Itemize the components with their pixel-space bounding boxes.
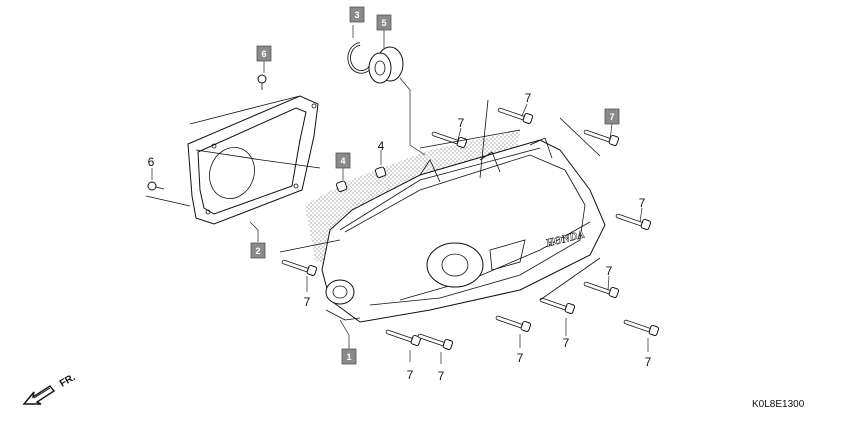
callout-2: 2 — [250, 242, 266, 259]
callout-label: 4 — [340, 156, 345, 166]
callout-3: 3 — [349, 6, 365, 23]
flange-bolt — [284, 262, 317, 276]
flange-bolt — [586, 132, 619, 146]
flange-bolt — [586, 284, 619, 298]
callout-7: 7 — [645, 355, 652, 369]
flange-bolt — [500, 110, 533, 124]
gasket-part — [187, 95, 319, 225]
bearing-part — [368, 46, 404, 84]
dowel-pin — [335, 180, 348, 193]
callout-7: 7 — [525, 91, 532, 105]
callout-5: 5 — [376, 14, 392, 31]
flange-bolt — [388, 332, 421, 346]
callout-7: 7 — [407, 368, 414, 382]
callout-4-box: 4 — [335, 152, 351, 169]
flange-bolt — [626, 322, 659, 336]
circlip-part — [347, 42, 374, 74]
callout-4: 4 — [378, 139, 385, 153]
callout-label: 5 — [381, 18, 386, 28]
small-screw — [147, 181, 165, 191]
callout-7: 7 — [639, 196, 646, 210]
callout-label: 3 — [354, 10, 359, 20]
flange-bolt — [542, 300, 575, 314]
left-crankcase-cover — [321, 137, 606, 323]
callout-label: 2 — [255, 246, 260, 256]
dowel-pin — [374, 166, 387, 179]
flange-bolt — [498, 318, 531, 332]
diagram-reference-code: K0L8E1300 — [752, 399, 805, 410]
callout-7: 7 — [438, 369, 445, 383]
callout-7: 7 — [606, 264, 613, 278]
leader-lines — [145, 25, 649, 364]
callout-7: 7 — [563, 336, 570, 350]
callout-1: 1 — [341, 348, 357, 365]
callout-7: 7 — [458, 116, 465, 130]
callout-7-box: 7 — [604, 108, 620, 125]
small-screw — [257, 74, 267, 90]
front-label: FR. — [58, 372, 78, 390]
callout-7: 7 — [517, 351, 524, 365]
callout-6-box: 6 — [256, 45, 272, 62]
callout-label: 7 — [609, 112, 614, 122]
flange-bolt — [618, 216, 651, 230]
flange-bolt — [420, 336, 453, 350]
callout-6: 6 — [148, 155, 155, 169]
callout-7: 7 — [304, 295, 311, 309]
callout-label: 1 — [346, 352, 351, 362]
callout-label: 6 — [261, 49, 266, 59]
front-direction-indicator: FR. — [22, 372, 78, 405]
